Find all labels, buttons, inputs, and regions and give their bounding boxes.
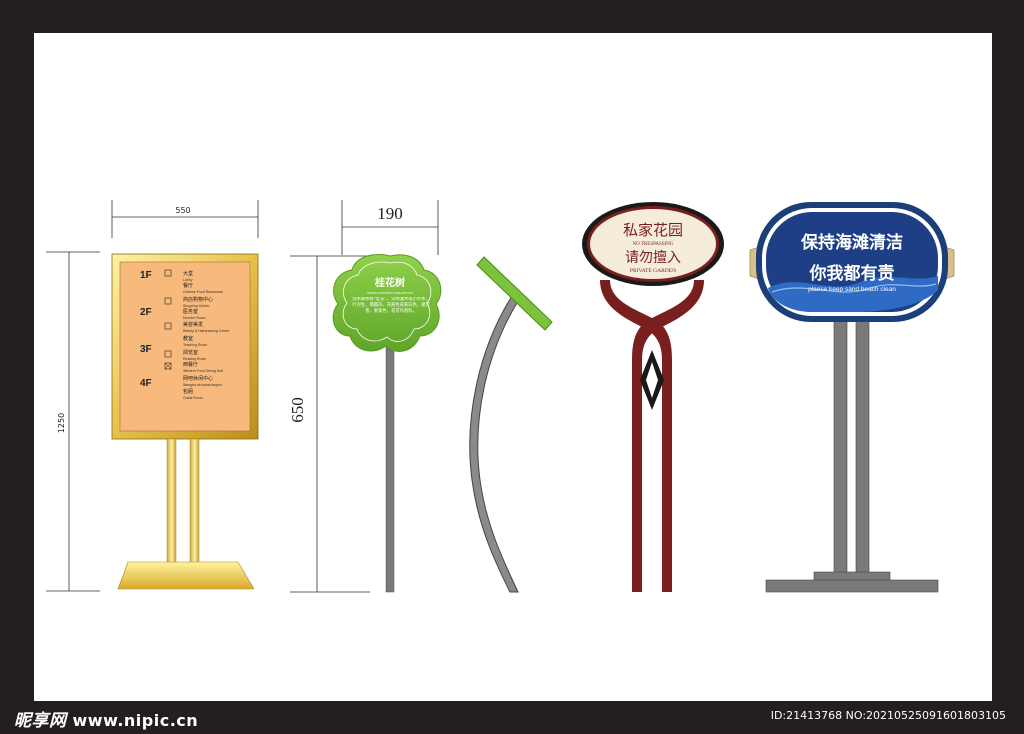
entry-en: Shopping Center [183, 304, 210, 308]
garden-subtitle-en: NO TRESPASSING [633, 242, 674, 247]
beauty-icon [164, 322, 172, 330]
curved-grey-pole [469, 295, 521, 593]
dimension-height-1250: 1250 [46, 251, 100, 592]
beach-clean-sign: 保持海滩清洁 你我都有责 plaese keep sand beach clea… [749, 202, 955, 593]
base-plate [765, 579, 939, 593]
left-red-rail [632, 280, 704, 592]
site-logo-text: 昵享网 [14, 711, 67, 731]
width-label: 550 [175, 206, 190, 215]
entry-cn: 美容美发 [183, 321, 203, 328]
entry-en: Guest Room [183, 396, 203, 400]
tree-subtitle: SWEET-SCENTED OSMANTHUS [367, 291, 413, 295]
floor-label-3f: 3F [140, 344, 152, 355]
right-red-rail [600, 280, 672, 592]
flower-inner-border [342, 261, 432, 342]
dining-icon [164, 362, 172, 370]
entry-cn: 包厢 [183, 388, 193, 395]
right-grey-pole [855, 311, 870, 575]
floor-directory: 1F 大堂 Lobby 餐厅 Chinese Food Restaurant 2… [140, 269, 230, 400]
entry-en: Wangba xiuxianzhongxin [183, 383, 222, 387]
right-pole [189, 438, 200, 574]
dimension-width-550: 550 [111, 200, 259, 238]
height-label: 1250 [57, 413, 66, 433]
beach-line1: 保持海滩清洁 [800, 232, 903, 253]
beach-line3: plaese keep sand beach clean [808, 286, 896, 293]
entry-en: Director Room [183, 316, 206, 320]
tree-title: 桂花树 [374, 276, 405, 289]
curved-pole-sign [469, 256, 553, 593]
directory-panel [119, 261, 251, 432]
entry-cn: 网吧休闲中心 [183, 375, 213, 382]
entry-cn: 西餐厅 [183, 361, 198, 368]
entry-en: Beauty & Hairdressing Center [183, 329, 230, 333]
site-url: www.nipic.cn [72, 711, 199, 730]
entry-en: Western Food Dining Hall [183, 369, 223, 373]
oval-plate [590, 209, 716, 279]
green-plate [476, 256, 553, 331]
grey-pole [385, 344, 395, 593]
private-garden-sign: 私家花园 NO TRESPASSING 请勿擅入 PRIVATE GARDEN [582, 202, 724, 592]
width-label: 190 [377, 204, 403, 223]
entry-en: Chinese Food Restaurant [183, 290, 223, 294]
beach-line2: 你我都有责 [809, 263, 895, 284]
garden-title: 私家花园 [623, 221, 683, 239]
tree-description-box: 别木犀亦称“桂花”，常绿灌木或小乔木，叶对生，椭圆形，花黄色或黄白色，极芳香，果… [352, 297, 430, 315]
flower-plate [332, 254, 442, 352]
height-label: 650 [288, 397, 307, 423]
entry-cn: 大堂 [183, 270, 193, 277]
watermark-logo: 昵享网 www.nipic.cn [14, 706, 198, 731]
left-grey-pole [833, 311, 848, 575]
entry-cn: 商店购物中心 [183, 296, 213, 303]
base-step [813, 571, 891, 582]
floor-label-2f: 2F [140, 307, 152, 318]
garden-warning: 请勿擅入 [625, 249, 681, 266]
image-id: ID:21413768 NO:20210525091601803105 [770, 709, 1006, 722]
floor-label-1f: 1F [140, 270, 152, 281]
elevator-icon [164, 269, 172, 277]
directory-sign: 550 1250 1F 大堂 Lobby 餐厅 Chinese Food Res… [46, 200, 259, 592]
tree-description: 别木犀亦称“桂花”，常绿灌木或小乔木，叶对生，椭圆形，花黄色或黄白色，极芳香，果… [352, 297, 430, 315]
dimension-height-650: 650 [288, 255, 370, 593]
entry-cn: 教室 [183, 335, 193, 342]
shop-icon [164, 297, 172, 305]
entry-en: Lobby [183, 278, 193, 282]
entry-en: Reading Room [183, 357, 206, 361]
gold-base [117, 561, 255, 590]
reading-icon [164, 350, 172, 358]
floor-label-4f: 4F [140, 378, 152, 389]
tree-info-sign: 190 650 桂花树 SWEET-SCENTED OSMANTHUS 别木犀亦… [288, 200, 442, 593]
entry-cn: 餐厅 [183, 282, 193, 289]
left-pole [166, 438, 177, 574]
garden-warning-en: PRIVATE GARDEN [630, 268, 676, 274]
dimension-width-190: 190 [341, 200, 439, 255]
entry-en: Teaching Room [183, 343, 207, 347]
entry-cn: 阅览室 [183, 349, 198, 356]
entry-cn: 医务室 [183, 308, 198, 315]
